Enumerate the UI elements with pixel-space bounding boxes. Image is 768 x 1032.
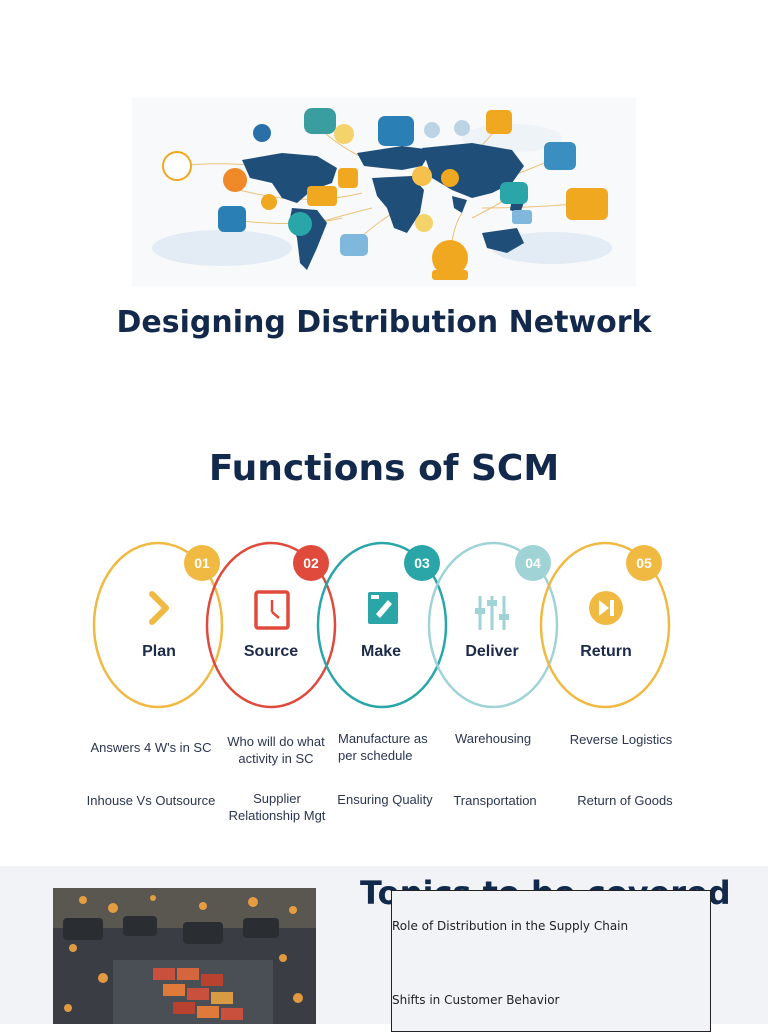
slide-topics: Topics to be covered Role of Distributio… (0, 866, 768, 1032)
step-badge-03: 03 (404, 545, 440, 581)
step-badge-01: 01 (184, 545, 220, 581)
slide-title: Designing Distribution Network (116, 305, 652, 340)
function-desc-make: Manufacture as per schedule (338, 731, 428, 763)
step-badge-05: 05 (626, 545, 662, 581)
edit-icon (368, 592, 398, 624)
function-subdesc-deliver: Transportation (453, 793, 537, 808)
step-badge-04: 04 (515, 545, 551, 581)
clock-icon (254, 590, 290, 630)
slide-functions-of-scm: Functions of SCM (0, 390, 768, 866)
topics-list: Role of Distribution in the Supply Chain… (391, 890, 711, 1032)
function-label-plan: Plan (142, 643, 176, 660)
function-desc-deliver: Warehousing (454, 731, 532, 746)
function-subdesc-make: Ensuring Quality (337, 792, 433, 807)
function-label-return: Return (580, 643, 632, 660)
scm-circles-diagram (92, 541, 671, 709)
topic-item: Shifts in Customer Behavior (392, 993, 560, 1007)
function-label-deliver: Deliver (465, 643, 519, 660)
slide-distribution-network: Designing Distribution Network (0, 0, 768, 390)
function-subdesc-plan: Inhouse Vs Outsource (86, 793, 216, 808)
step-badge-02: 02 (293, 545, 329, 581)
function-label-make: Make (360, 643, 402, 660)
topic-item: Role of Distribution in the Supply Chain (392, 919, 629, 933)
chevron-right-icon (149, 591, 169, 625)
world-network-illustration (132, 98, 636, 286)
slide-title: Functions of SCM (208, 448, 560, 489)
sliders-icon (475, 596, 509, 630)
function-desc-return: Reverse Logistics (569, 732, 673, 747)
function-subdesc-return: Return of Goods (577, 793, 673, 808)
shipping-containers-photo (53, 888, 316, 1024)
return-icon (589, 591, 623, 625)
function-subdesc-source: Supplier Relationship Mgt (228, 791, 326, 823)
function-desc-source: Who will do what activity in SC (227, 734, 325, 766)
function-desc-plan: Answers 4 W's in SC (90, 740, 212, 755)
function-label-source: Source (243, 643, 299, 660)
